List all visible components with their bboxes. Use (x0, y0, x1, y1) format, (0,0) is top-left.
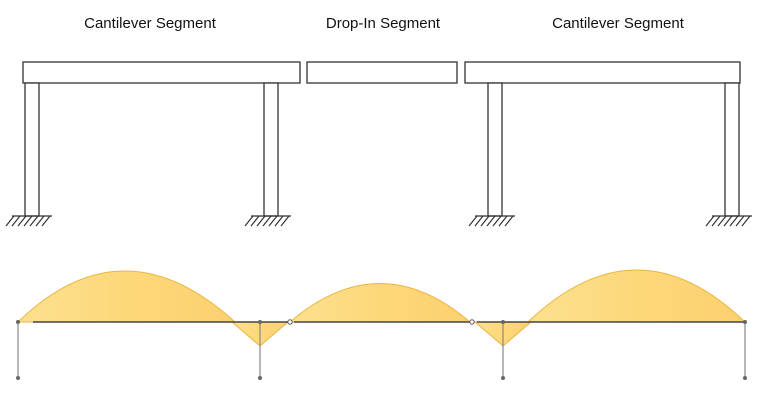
node-1 (16, 320, 20, 324)
moment-arc-drop-in (288, 283, 472, 323)
moment-arc-left-span (16, 270, 237, 323)
node-3 (501, 320, 505, 324)
node-markers (16, 320, 747, 380)
right-cantilever-beam (464, 61, 741, 84)
node-4 (743, 320, 747, 324)
fixed-support-2 (244, 215, 291, 227)
fixed-support (5, 215, 752, 227)
left-column-2 (263, 82, 279, 217)
base-node-1 (16, 376, 20, 380)
base-node-2 (258, 376, 262, 380)
right-cantilever-label: Cantilever Segment (552, 15, 684, 32)
drop-in-label: Drop-In Segment (325, 15, 441, 32)
structural-frame (22, 61, 741, 217)
hinge-left (287, 319, 293, 325)
hinge-right (469, 319, 475, 325)
right-column-1 (487, 82, 503, 217)
base-node-4 (743, 376, 747, 380)
hinge-markers (287, 319, 475, 325)
right-column-2 (724, 82, 740, 217)
left-cantilever-beam (22, 61, 301, 84)
fixed-support-4 (705, 215, 752, 227)
moment-diagram (16, 269, 747, 380)
node-2 (258, 320, 262, 324)
left-cantilever-label: Cantilever Segment (84, 15, 216, 32)
fixed-support-3 (468, 215, 515, 227)
support-posts (17, 322, 746, 377)
moment-arc-right-span (526, 269, 747, 323)
drop-in-beam (306, 61, 458, 84)
left-column-1 (24, 82, 40, 217)
base-node-3 (501, 376, 505, 380)
fixed-support-1 (5, 215, 52, 227)
